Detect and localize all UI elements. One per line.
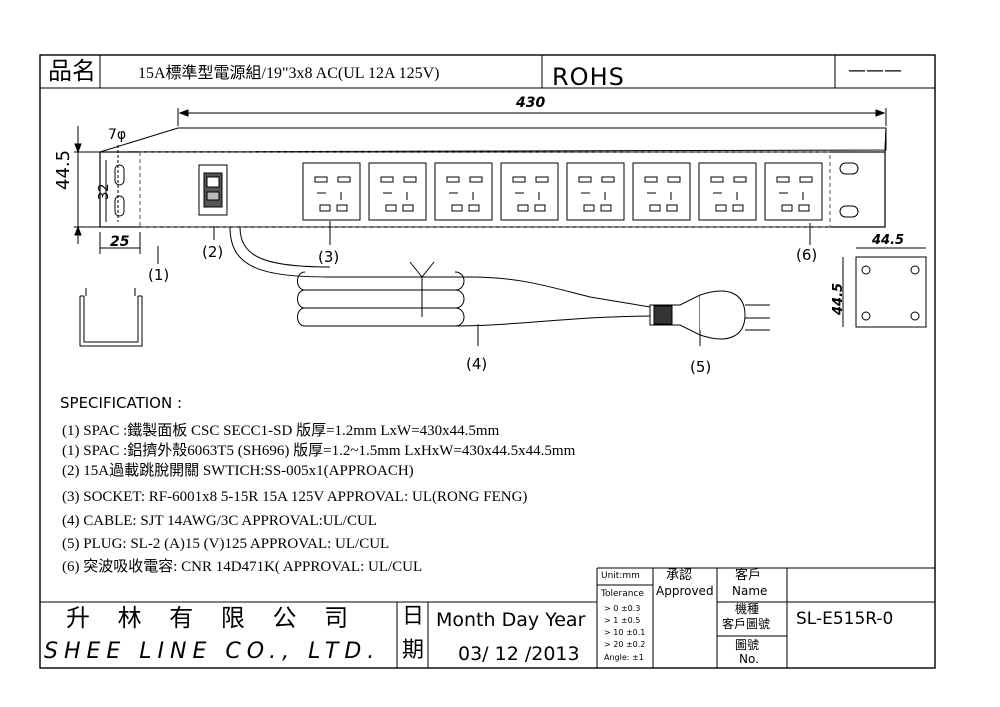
callout-3: (3) (318, 248, 340, 266)
dim-label-side-h: 44.5 (831, 282, 846, 315)
tol-line-3: > 10 ±0.1 (604, 628, 646, 637)
dim-label-430: 430 (516, 95, 546, 111)
date-value: 03/ 12 /2013 (458, 643, 580, 665)
date-char-2: 期 (402, 638, 425, 663)
approved-cn: 承認 (666, 568, 693, 583)
name-label: 品名 (48, 57, 96, 85)
callout-2: (2) (202, 243, 224, 261)
spec-line-5: (4) CABLE: SJT 14AWG/3C APPROVAL:UL/CUL (62, 513, 377, 529)
dim-label-pitch: 32 (97, 183, 112, 200)
dim-label-side-w: 44.5 (872, 233, 905, 248)
model-cn-2: 客戶圖號 (722, 617, 771, 631)
spec-line-7: (6) 突波吸收電容: CNR 14D471K( APPROVAL: UL/CU… (62, 559, 423, 575)
spec-line-3: (2) 15A過載跳脫開關 SWTICH:SS-005x1(APPROACH) (62, 463, 414, 479)
customer-cn: 客戶 (735, 568, 762, 583)
spec-line-6: (5) PLUG: SL-2 (A)15 (V)125 APPROVAL: UL… (62, 536, 390, 552)
dim-430 (177, 108, 887, 126)
dim-label-hole: 7φ (108, 127, 127, 143)
spec-line-2: (1) SPAC :鋁擠外殼6063T5 (SH696) 版厚=1.2~1.5m… (62, 443, 576, 459)
dim-label-edge: 25 (110, 234, 130, 250)
spec-line-1: (1) SPAC :鐵製面板 CSC SECC1-SD 版厚=1.2mm LxW… (62, 423, 500, 439)
spec-heading: SPECIFICATION : (60, 394, 182, 412)
date-label: Month Day Year (436, 609, 586, 631)
profile-view (79, 288, 143, 347)
dim-label-height: 44.5 (53, 149, 74, 190)
rohs-label: ROHS (552, 63, 625, 91)
leader-lines (157, 221, 811, 346)
callout-6: (6) (796, 246, 818, 264)
date-char-1: 日 (402, 604, 425, 629)
spec-line-4: (3) SOCKET: RF-6001x8 5-15R 15A 125V APP… (62, 489, 528, 505)
model-cn-1: 機種 (735, 602, 760, 616)
tol-line-5: Angle: ±1 (604, 653, 644, 662)
title-block-grid (40, 567, 935, 668)
company-en: SHEE LINE CO., LTD. (44, 639, 381, 664)
top-right-dash: ——— (848, 60, 902, 81)
power-cable (229, 226, 770, 340)
dim-44-5 (74, 126, 141, 254)
tol-line-4: > 20 ±0.2 (604, 640, 646, 649)
breaker-switch (198, 164, 228, 216)
socket-row (302, 162, 823, 221)
tol-line-1: > 0 ±0.3 (604, 604, 641, 613)
callout-5: (5) (690, 358, 712, 376)
unit-label: Unit:mm (601, 571, 640, 581)
approved-en: Approved (656, 584, 714, 598)
callout-4: (4) (466, 355, 488, 373)
end-view (842, 247, 927, 328)
model-value: SL-E515R-0 (796, 609, 894, 629)
drawing-cn: 圖號 (735, 638, 760, 652)
tolerance-label: Tolerance (601, 589, 644, 599)
callout-1: (1) (148, 266, 170, 284)
product-name: 15A標準型電源組/19"3x8 AC(UL 12A 125V) (138, 65, 440, 82)
tol-line-2: > 1 ±0.5 (604, 616, 641, 625)
customer-en: Name (732, 584, 768, 598)
company-cn: 升 林 有 限 公 司 (66, 604, 359, 632)
drawing-en: No. (739, 652, 759, 666)
sheet-border (39, 54, 936, 669)
